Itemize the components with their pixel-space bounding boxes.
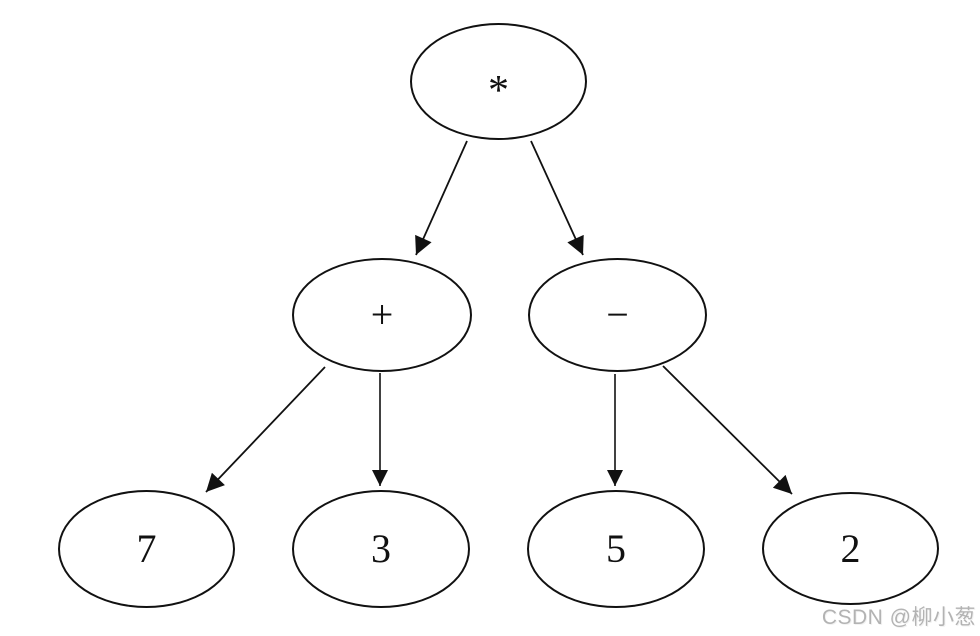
- tree-node-plus-label: +: [370, 292, 394, 337]
- csdn-watermark: CSDN @柳小葱: [821, 606, 976, 629]
- tree-node-minus: −: [528, 258, 707, 372]
- edge-minus-leaf2: [662, 365, 793, 495]
- edge-root-minus: [530, 140, 584, 256]
- tree-node-leaf-5: 5: [527, 490, 705, 608]
- tree-node-leaf-3-label: 3: [371, 526, 391, 571]
- tree-node-multiply-label: *: [488, 67, 509, 114]
- tree-node-minus-label: −: [606, 292, 629, 337]
- tree-node-leaf-7-label: 7: [136, 526, 157, 571]
- tree-node-leaf-2-label: 2: [840, 525, 861, 571]
- edge-root-plus: [415, 140, 468, 256]
- tree-node-leaf-2: 2: [762, 492, 939, 605]
- tree-node-leaf-5-label: 5: [606, 526, 626, 571]
- tree-node-plus: +: [292, 258, 472, 372]
- tree-node-leaf-3: 3: [292, 490, 470, 608]
- edge-plus-leaf7: [205, 366, 326, 493]
- tree-node-multiply: *: [410, 23, 587, 140]
- tree-node-leaf-7: 7: [58, 490, 235, 608]
